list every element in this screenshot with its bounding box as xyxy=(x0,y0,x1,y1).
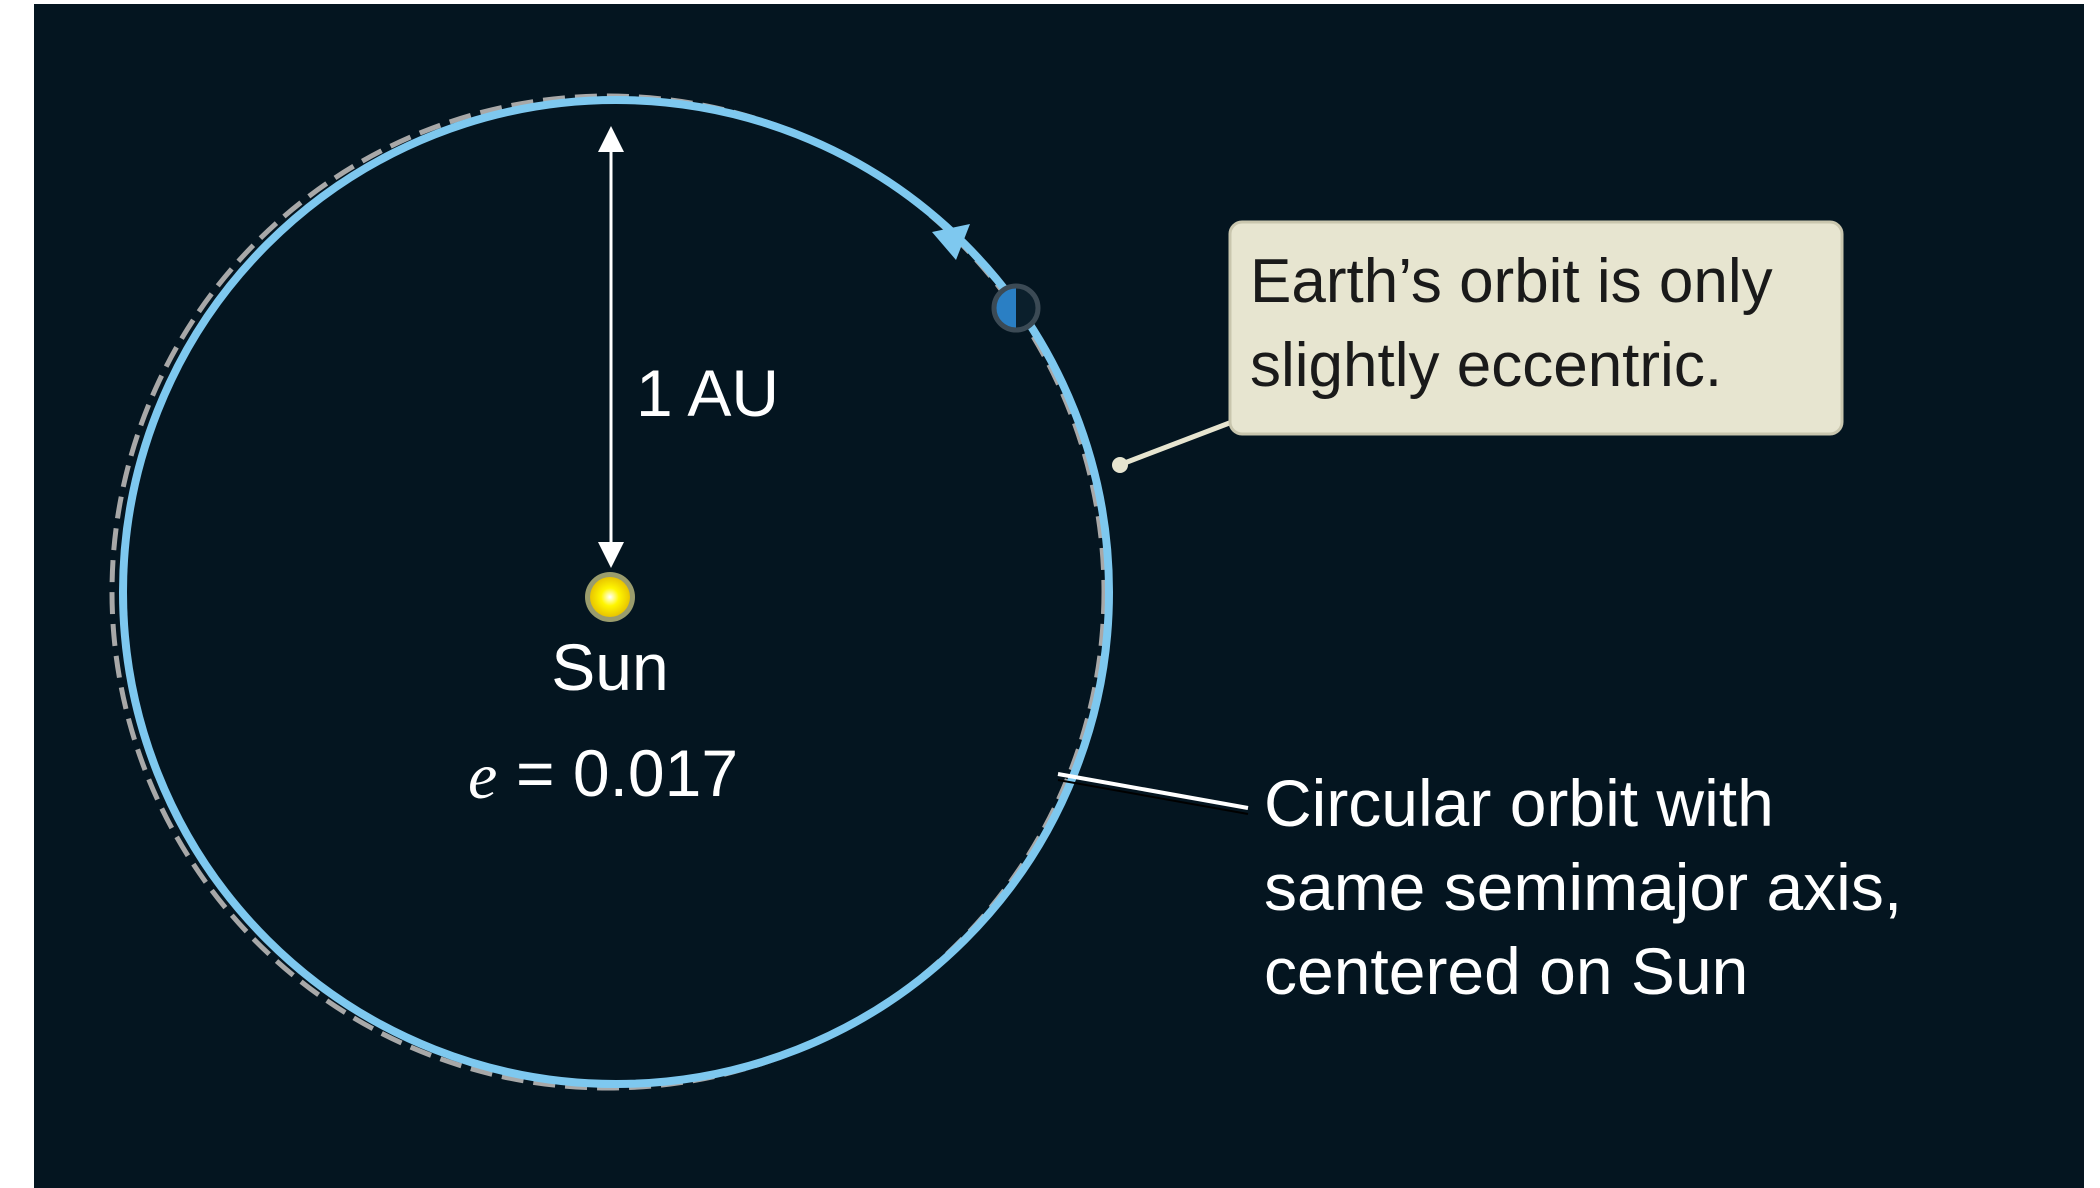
eccentricity-value: = 0.017 xyxy=(516,736,738,810)
distance-arrow xyxy=(598,126,624,568)
distance-label: 1 AU xyxy=(636,356,779,430)
sun-label: Sun xyxy=(551,630,668,704)
circular-callout-line2: same semimajor axis, xyxy=(1264,850,1902,924)
sun xyxy=(585,572,635,622)
circular-callout-line1: Circular orbit with xyxy=(1264,766,1774,840)
earth xyxy=(991,283,1041,333)
eccentric-callout-line1: Earth’s orbit is only xyxy=(1250,247,1773,316)
eccentric-orbit-callout: Earth’s orbit is only slightly eccentric… xyxy=(1112,220,1844,473)
diagram-background xyxy=(34,4,2084,1188)
circular-callout-line3: centered on Sun xyxy=(1264,934,1748,1008)
eccentricity-symbol: e xyxy=(468,740,497,813)
circular-orbit-callout: Circular orbit with same semimajor axis,… xyxy=(1057,766,1902,1008)
eccentric-callout-line2: slightly eccentric. xyxy=(1250,331,1722,400)
orbit-direction-arrow xyxy=(932,224,970,260)
earth-orbit xyxy=(119,96,1113,1088)
reference-circular-orbit xyxy=(109,93,1107,1091)
